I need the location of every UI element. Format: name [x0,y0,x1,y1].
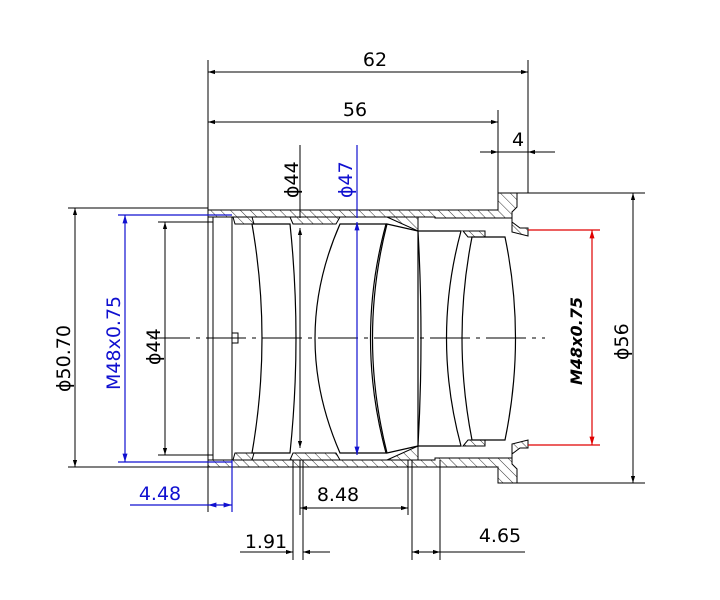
top-dimensions [207,60,555,218]
lens-1 [251,223,297,454]
dim-flange-diameter: ϕ56 [611,323,633,360]
dim-thread-left: M48x0.75 [103,296,125,390]
dim-body-length: 56 [343,99,367,121]
lens-3 [371,223,419,454]
dim-thread-depth: 4.48 [139,483,181,505]
lens-2 [314,223,387,454]
dim-inner-diameter: ϕ44 [143,328,165,365]
lens-5 [461,236,517,441]
dim-flange-width: 4 [512,129,524,151]
left-dimensions [68,207,232,468]
right-dimensions [528,193,636,483]
dim-overall-length: 62 [363,49,387,71]
lens-elements [251,223,517,454]
dim-rear-spacing: 4.65 [479,525,521,547]
dim-thread-right: M48x0.75 [567,297,586,385]
dim-lens-diameter: ϕ47 [335,161,357,198]
housing [207,192,645,484]
bottom-dimensions [130,460,525,560]
lens-4 [417,230,462,447]
dim-outer-diameter: ϕ50.70 [53,325,75,392]
dim-spacer-width: 1.91 [245,531,287,553]
dim-lens-spacing: 8.48 [317,484,359,506]
dim-bore-diameter: ϕ44 [281,161,303,198]
